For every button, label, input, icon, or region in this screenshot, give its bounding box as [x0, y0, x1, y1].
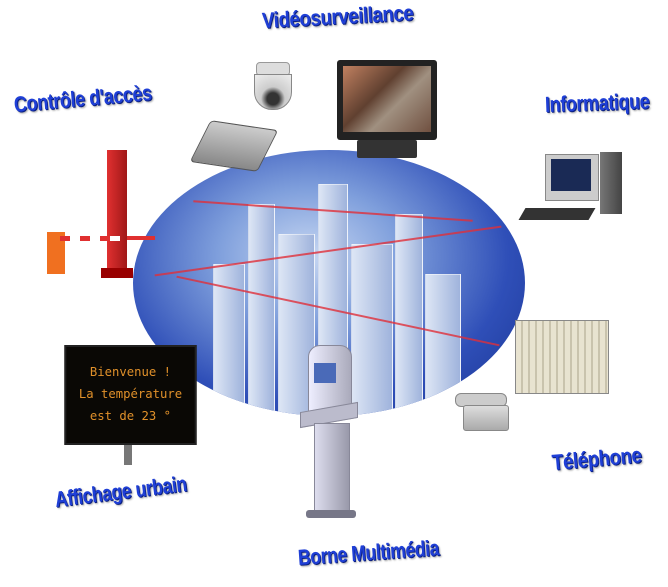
label-borne-multimedia: Borne Multimédia	[297, 535, 440, 570]
label-affichage-urbain: Affichage urbain	[53, 470, 188, 512]
monitor-icon	[337, 60, 437, 160]
city-network-ellipse	[133, 150, 525, 416]
led-sign: Bienvenue ! La température est de 23 °	[64, 345, 197, 445]
sign-line-3: est de 23 °	[89, 408, 172, 423]
kiosk-icon	[300, 345, 360, 520]
sign-pole	[124, 445, 132, 465]
label-telephone: Téléphone	[550, 442, 643, 475]
sign-line-1: Bienvenue !	[89, 364, 172, 379]
barrier-icon	[45, 150, 155, 280]
label-videosurveillance: Vidéosurveillance	[261, 0, 414, 33]
camera-icon	[250, 62, 294, 112]
computer-icon	[518, 152, 625, 227]
sign-line-2: La température	[78, 386, 183, 401]
label-informatique: Informatique	[544, 88, 650, 117]
label-controle-acces: Contrôle d'accès	[12, 80, 153, 117]
telephone-icon	[455, 393, 510, 433]
telecom-rack-icon	[515, 320, 609, 394]
